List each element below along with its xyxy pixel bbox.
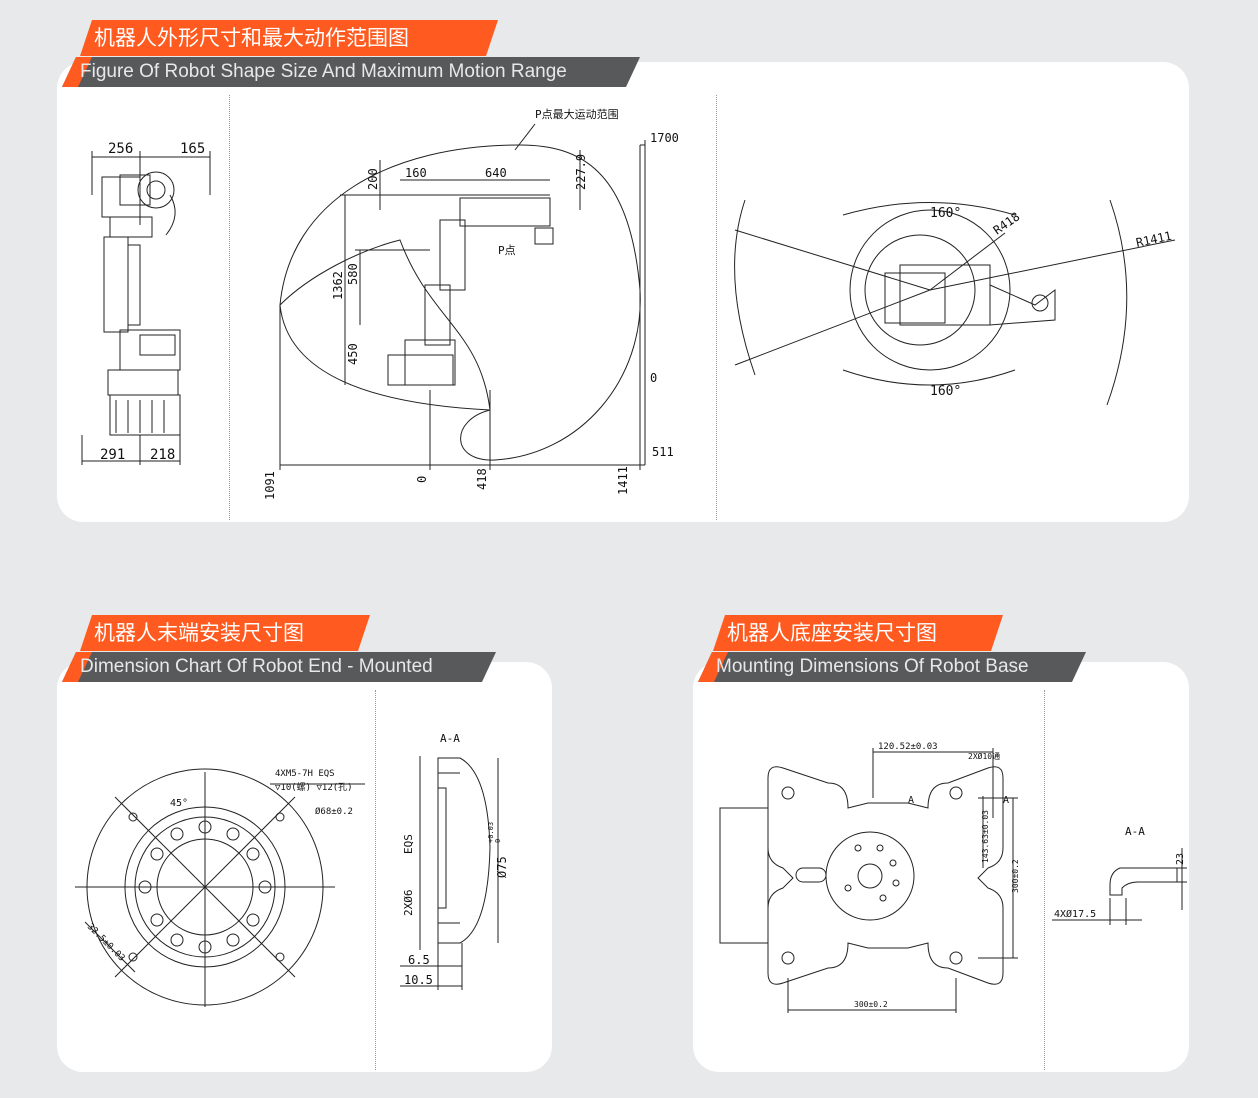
dim-640: 640 — [485, 166, 507, 180]
tolerance-plus: +0.03 — [487, 822, 495, 843]
section-a-a: A-A — [1125, 825, 1145, 838]
dia-68: Ø68±0.2 — [315, 806, 353, 817]
dim-120-52: 120.52±0.03 — [878, 742, 938, 752]
divider — [1044, 690, 1045, 1070]
robot-side-view-drawing: 256 165 291 218 — [81, 141, 211, 465]
dim-200: 200 — [366, 168, 380, 190]
dim-511: 511 — [652, 445, 674, 459]
radius-418: R418 — [991, 209, 1023, 237]
end-section-drawing: A-A 2XØ6 EQS Ø75 +0.03 0 6.5 10.5 — [400, 732, 509, 990]
dim-160: 160 — [405, 166, 427, 180]
section-a-a: A-A — [440, 732, 460, 745]
dia-75: Ø75 — [495, 856, 509, 878]
base-section-drawing: A-A 23 4XØ17.5 — [1052, 825, 1187, 925]
a-mark-right: A — [1003, 795, 1009, 806]
section-subtitle-en: Figure Of Robot Shape Size And Maximum M… — [62, 57, 640, 87]
dim-300-horizontal: 300±0.2 — [854, 1000, 888, 1009]
p-point-label: P点 — [498, 244, 516, 257]
a-mark-left: A — [908, 795, 914, 806]
angle-160-bottom: 160° — [930, 384, 961, 399]
dim-418: 418 — [475, 468, 489, 490]
holes-2x10: 2XØ10通 — [968, 751, 1000, 761]
tolerance-zero: 0 — [494, 839, 502, 843]
panel-motion-range — [57, 62, 1189, 522]
angle-160-top: 160° — [930, 206, 961, 221]
divider — [229, 95, 230, 520]
section-subtitle-en: Mounting Dimensions Of Robot Base — [698, 652, 1086, 682]
panel-base-mount — [693, 662, 1189, 1072]
dim-165: 165 — [180, 141, 205, 157]
base-plate-drawing: 120.52±0.03 2XØ10通 A A 143.63±0.03 300±0… — [719, 742, 1020, 1013]
section-subtitle-en: Dimension Chart Of Robot End - Mounted — [62, 652, 496, 682]
dim-1700: 1700 — [650, 131, 679, 145]
dim-1362: 1362 — [331, 271, 345, 300]
dim-450: 450 — [346, 343, 360, 365]
dim-0-bottom: 0 — [415, 476, 429, 483]
dia-6: 2XØ6 — [402, 890, 415, 917]
eqs-label: EQS — [402, 834, 415, 854]
end-flange-drawing: 45° 4XM5-7H EQS ▽10(螺) ▽12(孔) Ø68±0.2 32… — [75, 768, 365, 1007]
bolt-circle-holes — [138, 820, 272, 954]
dim-32-5: 32.5±0.03 — [85, 922, 127, 964]
section-title-cn: 机器人底座安装尺寸图 — [713, 615, 1003, 651]
dim-218: 218 — [150, 447, 175, 463]
dim-1411: 1411 — [616, 466, 630, 495]
dim-227-9: 227.9 — [574, 154, 588, 190]
dim-6-5: 6.5 — [408, 953, 430, 967]
dim-300-vertical: 300±0.2 — [1011, 859, 1020, 893]
divider — [375, 690, 376, 1070]
robot-top-view-drawing: 160° 160° R418 R1411 — [734, 199, 1176, 406]
holes-4x17-5: 4XØ17.5 — [1054, 908, 1096, 920]
radius-1411: R1411 — [1135, 229, 1173, 250]
dim-23: 23 — [1175, 853, 1186, 865]
dim-256: 256 — [108, 141, 133, 157]
dim-143-63: 143.63±0.03 — [981, 810, 990, 863]
divider — [716, 95, 717, 520]
dim-10-5: 10.5 — [404, 973, 433, 987]
section-title-cn: 机器人末端安装尺寸图 — [80, 615, 370, 651]
dim-580: 580 — [346, 263, 360, 285]
dim-1091: 1091 — [263, 471, 277, 500]
dim-0-right: 0 — [650, 371, 657, 385]
angle-45: 45° — [170, 798, 188, 809]
motion-range-drawing: P点最大运动范围 P点 1700 160 640 200 227.9 1362 … — [263, 107, 679, 500]
section-title-cn: 机器人外形尺寸和最大动作范围图 — [80, 20, 498, 56]
panel-end-mount — [57, 662, 552, 1072]
holes-spec: 4XM5-7H EQS — [275, 769, 335, 779]
dim-291: 291 — [100, 447, 125, 463]
holes-depth: ▽10(螺) ▽12(孔) — [275, 782, 353, 793]
p-range-label: P点最大运动范围 — [535, 107, 619, 121]
